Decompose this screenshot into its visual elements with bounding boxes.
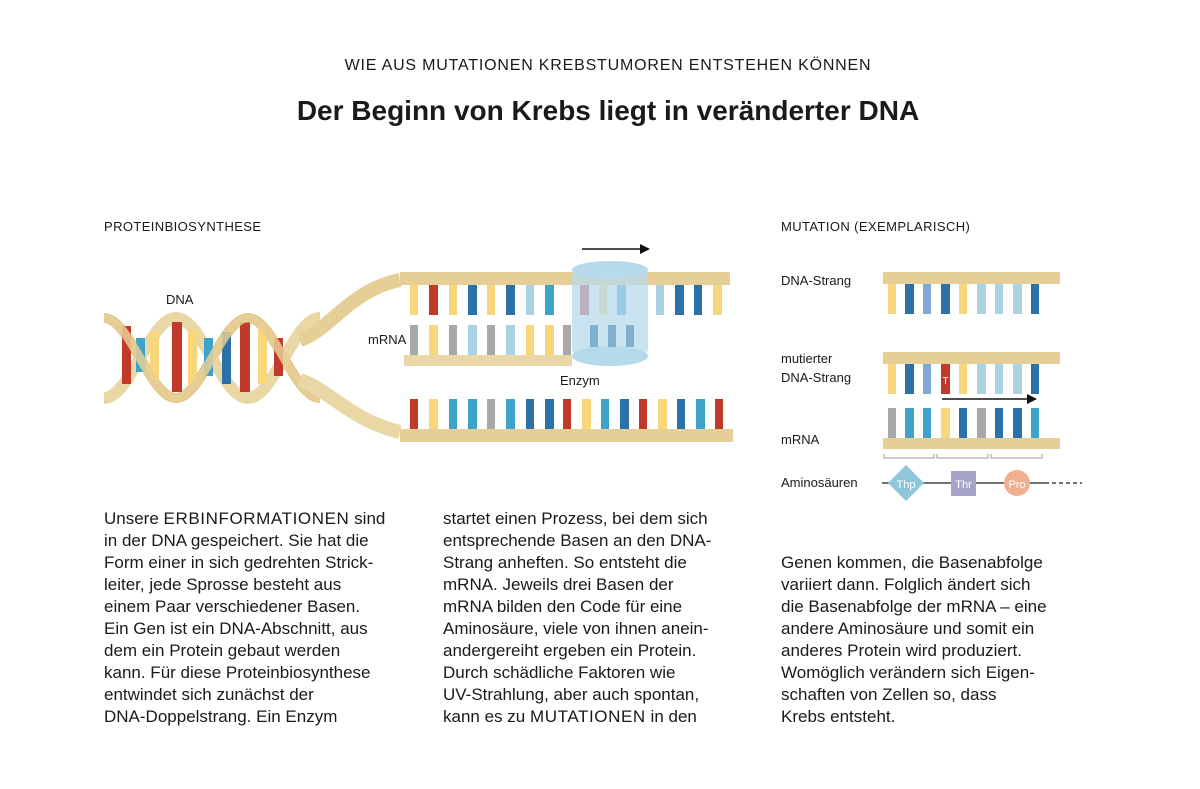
text-line: Krebs entsteht. xyxy=(781,706,1101,728)
text-line: einem Paar verschiedener Basen. xyxy=(104,596,424,618)
dna-strand-label: DNA-Strang xyxy=(781,273,852,288)
text-segment: variiert dann. Folglich ändert sich xyxy=(781,575,1031,594)
dna-double-helix xyxy=(102,273,402,439)
mutated-dna-strand: T xyxy=(883,352,1060,394)
text-segment: in den xyxy=(645,707,697,726)
text-segment: leiter, jede Sprosse besteht aus xyxy=(104,575,342,594)
text-segment: Form einer in sich gedrehten Strick- xyxy=(104,553,374,572)
text-segment: dem ein Protein gebaut werden xyxy=(104,641,341,660)
text-segment: Krebs entsteht. xyxy=(781,707,896,726)
mutation-direction-arrow-icon xyxy=(942,394,1037,404)
amino-acid-thp-label: Thp xyxy=(897,479,916,491)
text-line: Genen kommen, die Basenabfolge xyxy=(781,552,1101,574)
text-segment: anderes Protein wird produziert. xyxy=(781,641,1022,660)
text-line: DNA-Doppelstrang. Ein Enzym xyxy=(104,706,424,728)
mutated-strand-label-line1: mutierter xyxy=(781,351,833,366)
mutated-mrna-strand xyxy=(883,408,1060,459)
enzyme-label: Enzym xyxy=(560,373,600,388)
text-line: mRNA. Jeweils drei Basen der xyxy=(443,574,763,596)
mutated-strand-label: mutierter DNA-Strang xyxy=(781,349,851,387)
reference-dna-strand xyxy=(883,272,1060,314)
text-line: Unsere ERBINFORMATIONEN sind xyxy=(104,508,424,530)
kicker: WIE AUS MUTATIONEN KREBSTUMOREN ENTSTEHE… xyxy=(344,57,872,74)
text-line: Ein Gen ist ein DNA-Abschnitt, aus xyxy=(104,618,424,640)
text-line: die Basenabfolge der mRNA – eine xyxy=(781,596,1101,618)
amino-acid-pro-label: Pro xyxy=(1008,479,1025,491)
enzyme xyxy=(572,261,648,366)
text-line: Durch schädliche Faktoren wie xyxy=(443,662,763,684)
dna-label: DNA xyxy=(166,292,194,307)
text-segment: kann. Für diese Proteinbiosynthese xyxy=(104,663,371,682)
text-line: leiter, jede Sprosse besteht aus xyxy=(104,574,424,596)
amino-acid-thr-label: Thr xyxy=(955,479,972,491)
text-segment: mRNA bilden den Code für eine xyxy=(443,597,683,616)
text-segment: startet einen Prozess, bei dem sich xyxy=(443,509,708,528)
text-line: in der DNA gespeichert. Sie hat die xyxy=(104,530,424,552)
text-segment: Durch schädliche Faktoren wie xyxy=(443,663,676,682)
text-segment: DNA-Doppelstrang. Ein Enzym xyxy=(104,707,338,726)
amino-acid-chain: Thp Thr Pro xyxy=(882,465,1082,501)
text-segment: die Basenabfolge der mRNA – eine xyxy=(781,597,1047,616)
amino-acids-label: Aminosäuren xyxy=(781,475,858,490)
text-segment: einem Paar verschiedener Basen. xyxy=(104,597,361,616)
text-segment: andergereiht ergeben ein Protein. xyxy=(443,641,697,660)
text-line: Strang anheften. So entsteht die xyxy=(443,552,763,574)
text-segment: Aminosäure, viele von ihnen anein- xyxy=(443,619,709,638)
body-text-column-3: Genen kommen, die Basenabfolge variiert d… xyxy=(781,552,1101,728)
text-line: anderes Protein wird produziert. xyxy=(781,640,1101,662)
upper-dna-strand xyxy=(400,272,730,315)
proteinbiosynthesis-heading: PROTEINBIOSYNTHESE xyxy=(104,219,262,234)
text-line: variiert dann. Folglich ändert sich xyxy=(781,574,1101,596)
text-segment: Genen kommen, die Basenabfolge xyxy=(781,553,1043,572)
text-segment: sind xyxy=(349,509,386,528)
text-line: UV-Strahlung, aber auch spontan, xyxy=(443,684,763,706)
text-line: dem ein Protein gebaut werden xyxy=(104,640,424,662)
text-segment: entsprechende Basen an den DNA- xyxy=(443,531,712,550)
text-line: andergereiht ergeben ein Protein. xyxy=(443,640,763,662)
text-line: andere Aminosäure und somit ein xyxy=(781,618,1101,640)
amino-acid-thr-shape xyxy=(951,471,976,496)
mutation-heading: MUTATION (EXEMPLARISCH) xyxy=(781,219,971,234)
mrna-label: mRNA xyxy=(368,332,407,347)
text-segment: Ein Gen ist ein DNA-Abschnitt, aus xyxy=(104,619,368,638)
mrna-strand xyxy=(404,325,572,366)
text-line: mRNA bilden den Code für eine xyxy=(443,596,763,618)
text-segment: entwindet sich zunächst der xyxy=(104,685,314,704)
text-line: kann. Für diese Proteinbiosynthese xyxy=(104,662,424,684)
mutated-strand-label-line2: DNA-Strang xyxy=(781,370,852,385)
text-line: kann es zu MUTATIONEN in den xyxy=(443,706,763,728)
text-segment: Womöglich verändern sich Eigen- xyxy=(781,663,1035,682)
text-line: startet einen Prozess, bei dem sich xyxy=(443,508,763,530)
text-line: Womöglich verändern sich Eigen- xyxy=(781,662,1101,684)
direction-arrow-icon xyxy=(582,244,650,254)
text-segment: in der DNA gespeichert. Sie hat die xyxy=(104,531,369,550)
lower-dna-strand xyxy=(400,399,733,442)
page-title: Der Beginn von Krebs liegt in veränderte… xyxy=(296,95,920,126)
text-segment: mRNA. Jeweils drei Basen der xyxy=(443,575,674,594)
mutated-base-label: T xyxy=(942,376,948,387)
body-text-column-2: startet einen Prozess, bei dem sich entsp… xyxy=(443,508,763,728)
text-segment: Strang anheften. So entsteht die xyxy=(443,553,687,572)
mutation-mrna-label: mRNA xyxy=(781,432,820,447)
text-segment: schaften von Zellen so, dass xyxy=(781,685,997,704)
amino-acid-pro-shape xyxy=(1004,470,1030,496)
text-segment: Unsere xyxy=(104,509,164,528)
amino-acid-thp-shape xyxy=(888,465,924,501)
text-line: Form einer in sich gedrehten Strick- xyxy=(104,552,424,574)
text-line: entwindet sich zunächst der xyxy=(104,684,424,706)
highlight-term: MUTATIONEN xyxy=(529,707,646,726)
text-segment: kann es zu xyxy=(443,707,530,726)
text-line: entsprechende Basen an den DNA- xyxy=(443,530,763,552)
text-segment: andere Aminosäure und somit ein xyxy=(781,619,1035,638)
highlight-term: ERBINFORMATIONEN xyxy=(163,509,350,528)
text-segment: UV-Strahlung, aber auch spontan, xyxy=(443,685,700,704)
text-line: schaften von Zellen so, dass xyxy=(781,684,1101,706)
text-line: Aminosäure, viele von ihnen anein- xyxy=(443,618,763,640)
